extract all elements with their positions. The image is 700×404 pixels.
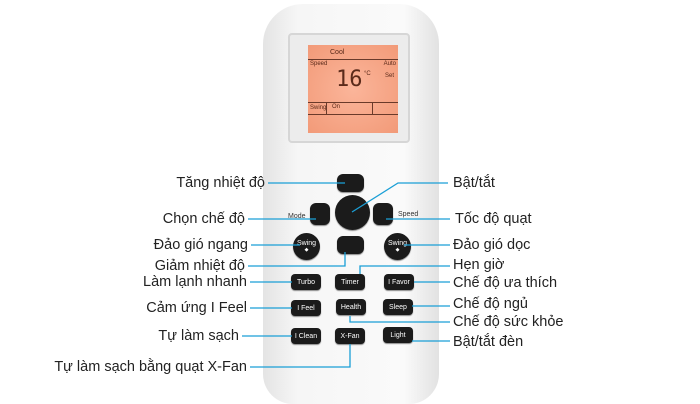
label-mode: Chọn chế độ <box>162 211 245 227</box>
label-i-feel: Cảm ứng I Feel <box>146 300 247 316</box>
label-timer: Hẹn giờ <box>453 257 505 273</box>
label-swing-horizontal: Đảo gió ngang <box>153 237 248 253</box>
lcd-speed: Speed <box>310 61 328 67</box>
light-button[interactable]: Light <box>383 327 413 343</box>
i-favor-button[interactable]: I Favor <box>384 274 414 290</box>
timer-button[interactable]: Timer <box>335 274 365 290</box>
label-sleep: Chế độ ngủ <box>453 296 528 312</box>
lcd-swing: Swing <box>310 105 327 111</box>
sleep-button[interactable]: Sleep <box>383 299 413 315</box>
label-power: Bật/tắt <box>453 175 495 191</box>
label-i-clean: Tự làm sạch <box>158 328 239 344</box>
lcd-temp: 16 <box>336 67 363 92</box>
lcd-auto: Auto <box>383 61 396 67</box>
i-feel-button[interactable]: I Feel <box>291 300 321 316</box>
health-button[interactable]: Health <box>336 299 366 315</box>
lcd-unit: °C <box>364 71 371 77</box>
lcd-set: Set <box>384 73 394 79</box>
label-swing-vertical: Đảo gió dọc <box>453 237 531 253</box>
temp-down-button[interactable] <box>337 236 364 254</box>
i-clean-button[interactable]: I Clean <box>291 328 321 344</box>
lcd-mode: Cool <box>330 49 345 56</box>
label-health: Chế độ sức khỏe <box>453 314 564 330</box>
label-light: Bật/tắt đèn <box>453 334 524 350</box>
speed-label: Speed <box>398 211 419 218</box>
label-turbo: Làm lạnh nhanh <box>143 274 247 290</box>
turbo-button[interactable]: Turbo <box>291 274 321 290</box>
label-i-favor: Chế độ ưa thích <box>453 275 558 291</box>
x-fan-button[interactable]: X-Fan <box>335 328 365 344</box>
mode-label: Mode <box>288 213 306 220</box>
temp-up-button[interactable] <box>337 174 364 192</box>
swing-vertical-button[interactable]: Swing◆ <box>384 233 411 260</box>
label-temp-down: Giảm nhiệt độ <box>154 258 245 274</box>
lcd-screen: Cool Speed Auto 16 °C Set Swing On <box>308 45 398 133</box>
label-temp-up: Tăng nhiệt độ <box>176 175 265 191</box>
swing-right-label: Swing <box>387 240 408 247</box>
swing-horizontal-button[interactable]: Swing◆ <box>293 233 320 260</box>
swing-left-label: Swing <box>296 240 317 247</box>
label-speed: Tốc độ quạt <box>455 211 532 227</box>
power-button[interactable] <box>335 195 370 230</box>
label-x-fan: Tự làm sạch bằng quạt X-Fan <box>54 359 247 375</box>
lcd-swing-value: On <box>332 104 341 110</box>
